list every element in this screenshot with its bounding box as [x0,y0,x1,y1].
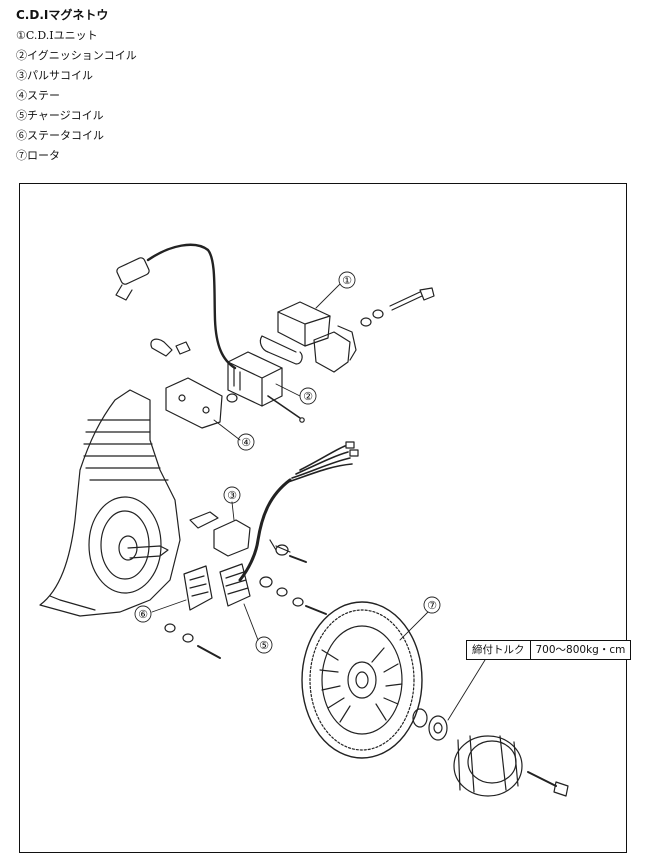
part-item-pulser-coil: ③パルサコイル [16,69,93,82]
top-bolt-drawing [360,287,435,327]
starter-pulley-drawing [412,708,569,797]
torque-label: 締付トルク [467,641,531,659]
parts-list: ①C.D.Iユニット ②イグニッションコイル ③パルサコイル ④ステー ⑤チャー… [16,26,137,166]
callout-labels: ① ② ③ ④ ⑤ ⑥ ⑦ [138,274,437,652]
page-title: C.D.Iマグネトウ [16,8,109,22]
part-item-stator-coil: ⑥ステータコイル [16,129,104,142]
callout-leaders [151,283,486,721]
callout-4: ④ [241,436,251,449]
torque-spec-box: 締付トルク 700〜800kg・cm [466,640,632,660]
pulser-coil-drawing [189,511,307,563]
wire-harness-drawing [238,441,359,582]
spark-plug-cap-drawing [115,243,237,370]
callout-1: ① [342,274,352,287]
header: C.D.Iマグネトウ ①C.D.Iユニット ②イグニッションコイル ③パルサコイ… [16,6,137,166]
stator-coil-drawing [183,563,327,615]
diagram-frame [19,183,627,853]
callout-2: ② [303,390,313,403]
callout-circles [134,271,441,654]
part-item-cdi-unit: ①C.D.Iユニット [16,29,98,42]
part-item-ignition-coil: ②イグニッションコイル [16,49,137,62]
callout-3: ③ [227,489,237,502]
rotor-flywheel-drawing [301,601,423,759]
part-item-rotor: ⑦ロータ [16,149,60,162]
cdi-unit-drawing [259,301,357,373]
stay-bracket-drawing [150,338,223,429]
callout-7: ⑦ [427,599,437,612]
ignition-coil-drawing [226,351,305,423]
torque-value: 700〜800kg・cm [535,644,626,656]
part-item-stay: ④ステー [16,89,60,102]
callout-6: ⑥ [138,608,148,621]
bottom-bolts-drawing [164,623,221,659]
callout-5: ⑤ [259,639,269,652]
part-item-charge-coil: ⑤チャージコイル [16,109,104,122]
engine-case-drawing [39,389,181,617]
